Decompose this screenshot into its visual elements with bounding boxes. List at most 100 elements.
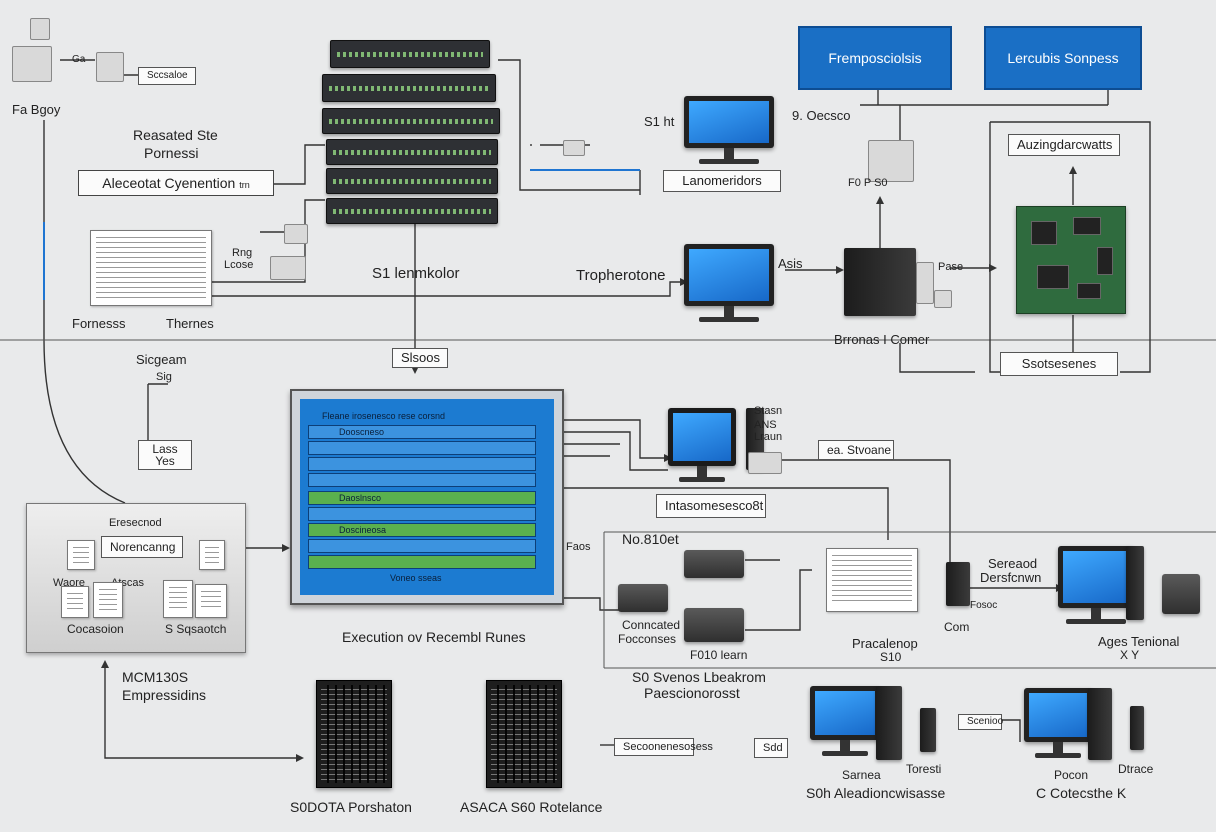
slsoos-box: Slsoos	[392, 348, 448, 368]
pocon-label: Pocon	[1054, 768, 1089, 782]
pracalenop-label: Pracalenop	[852, 636, 918, 651]
sereaod-label: Sereaod	[988, 556, 1038, 571]
alecoat-label: Aleceotat Cyenention	[102, 175, 236, 191]
panel-row-5: Daoslnsco	[308, 491, 536, 505]
asaca-label: ASACA S60 Rotelance	[460, 799, 603, 815]
ssqsaotch-label: S Sqsaotch	[165, 622, 227, 636]
doc-icon-4	[93, 582, 123, 618]
pornessi-label: Pornessi	[144, 145, 199, 161]
phone-icon-2	[1130, 706, 1144, 750]
s1ht-label: S1 ht	[644, 114, 675, 129]
fosoc-label: Fosoc	[970, 600, 998, 611]
left-control-panel: Eresecnod Norencanng Waore Atscas Cocaso…	[26, 503, 246, 653]
monitor-bottom-1	[810, 686, 880, 758]
rack-unit-1	[330, 40, 490, 68]
stvoane-box: ea. Stvoane	[818, 440, 894, 460]
small-device-label: F0 P S0	[848, 177, 888, 189]
rack-unit-5	[326, 168, 498, 194]
yes-label: Yes	[155, 454, 175, 468]
paescion-label: Paescionorosst	[644, 685, 740, 701]
doc-icon-2	[199, 540, 225, 570]
f010-label: F010 learn	[690, 648, 748, 662]
panel-row-1: Dooscneso	[308, 425, 536, 439]
auzingdarcwatts-box: Auzingdarcwatts	[1008, 134, 1120, 156]
router-icon	[868, 140, 914, 182]
header-box-2: Lercubis Sonpess	[984, 26, 1142, 90]
monitor-right	[1058, 546, 1134, 626]
sarnea-label: Sarnea	[842, 768, 881, 782]
rack-unit-2	[322, 74, 496, 102]
scanner-icon	[96, 52, 124, 82]
s0h-label: S0h Aleadioncwisasse	[806, 785, 946, 801]
no810et-label: No.810et	[622, 531, 679, 547]
rack-unit-3	[322, 108, 500, 134]
fa-bgoy-label: Fa Bgoy	[12, 102, 61, 117]
thernes-label: Thernes	[166, 316, 214, 331]
lass-label: Lass	[152, 442, 178, 456]
phone-icon	[920, 708, 936, 752]
firewall-icon	[684, 608, 744, 642]
plug-icon	[284, 224, 308, 244]
drive-icon	[916, 262, 934, 304]
eresecnod-label: Eresecnod	[109, 517, 162, 529]
sdota-label: S0DOTA Porshaton	[290, 799, 412, 815]
intasomesesco-box: Intasomesesco8t	[656, 494, 766, 518]
tag-icon	[30, 18, 50, 40]
sig-label: Sig	[156, 371, 172, 383]
sdd-box: Sdd	[754, 738, 788, 758]
central-process-panel: Fleane irosenesco rese corsnd Dooscneso …	[290, 389, 564, 605]
cocasoion-label: Cocasoion	[67, 622, 124, 636]
ssotsesenes-box: Ssotsesenes	[1000, 352, 1118, 376]
connector-icon	[563, 140, 585, 156]
sccsaloe-box: Sccsaloe	[138, 67, 196, 85]
panel-row-4	[308, 473, 536, 487]
brronas-label: Brronas I Comer	[834, 332, 930, 347]
secoon-box: Secoonenesosess	[614, 738, 713, 756]
focconses-label: Focconses	[618, 632, 677, 646]
server-rack-2	[486, 680, 562, 788]
svenos-label: S0 Svenos Lbeakrom	[632, 669, 766, 685]
execution-label: Execution ov Recembl Runes	[342, 629, 526, 645]
port-icon	[934, 290, 952, 308]
circuit-board-icon	[1016, 206, 1126, 314]
panel-bottom-label: Voneo sseas	[390, 573, 442, 583]
panel-row-3	[308, 457, 536, 471]
ans-label: ANS	[754, 419, 777, 431]
panel-row-8	[308, 539, 536, 553]
ga-label: Ga	[72, 54, 86, 65]
panel-row-9	[308, 555, 536, 569]
server-tower-icon	[844, 248, 916, 316]
router-small-icon	[618, 584, 668, 612]
tower-icon-c	[1126, 546, 1144, 620]
header-box-1: Fremposciolsis	[798, 26, 952, 90]
lanomeridors-box: Lanomeridors	[663, 170, 781, 192]
reasated-label: Reasated Ste	[133, 127, 218, 143]
dersfcnwn-label: Dersfcnwn	[980, 570, 1042, 585]
rng-label: Rng	[232, 247, 253, 259]
stasn-label: Stasn	[754, 405, 783, 417]
doc-icon-1	[67, 540, 95, 570]
hub-icon	[270, 256, 306, 280]
conncated-label: Conncated	[622, 618, 681, 632]
cotecthe-label: C Cotecsthe K	[1036, 785, 1127, 801]
dtrace-label: Dtrace	[1118, 762, 1154, 776]
document-window-icon	[90, 230, 212, 306]
alecoat-tag: trn	[239, 180, 250, 190]
panel-header-label: Fleane irosenesco rese corsnd	[322, 411, 446, 421]
sicgeam-label: Sicgeam	[136, 352, 187, 367]
xy-label: X Y	[1120, 648, 1140, 662]
appliance-box-icon	[826, 548, 918, 612]
monitor-middle	[684, 244, 774, 324]
alecoat-cyenention-box: Aleceotat Cyenention trn	[78, 170, 274, 196]
fornesss-label: Fornesss	[72, 316, 126, 331]
storage-icon	[1162, 574, 1200, 614]
lraun-label: Lraun	[754, 431, 783, 443]
mcm-label: MCM130S	[122, 669, 189, 685]
printer-icon	[12, 46, 52, 82]
panel-row-2	[308, 441, 536, 455]
tower-icon-b	[946, 562, 970, 606]
s1-lenmk-label: S1 lenmkolor	[372, 265, 460, 282]
doc-icon-3	[61, 586, 89, 618]
monitor-bottom-2	[1024, 688, 1092, 760]
